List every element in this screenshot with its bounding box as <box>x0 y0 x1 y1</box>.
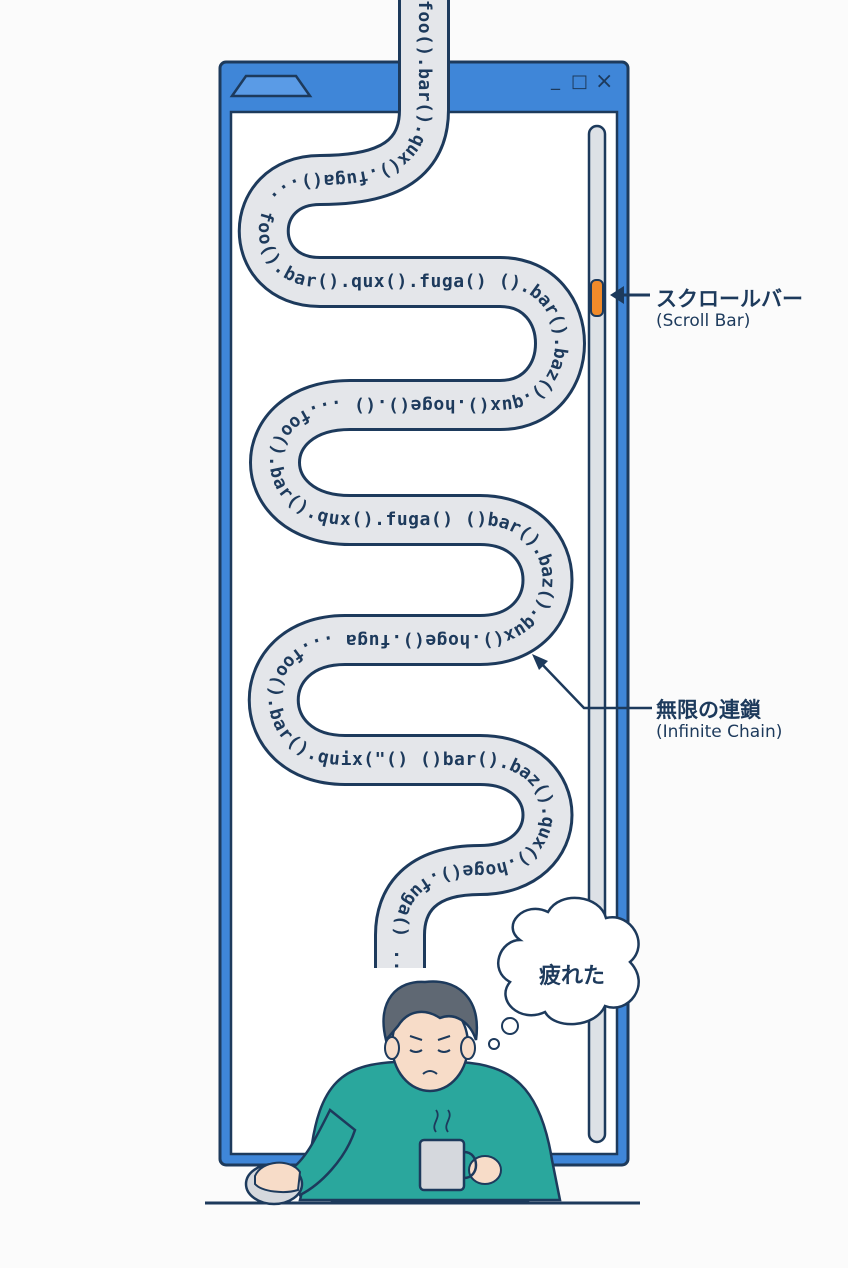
window-tab <box>229 74 313 98</box>
chain-label-en: (Infinite Chain) <box>656 722 783 742</box>
scrollbar-thumb[interactable] <box>590 279 604 317</box>
scrollbar-track[interactable] <box>587 124 607 1144</box>
hair <box>382 980 479 1043</box>
chain-pointer-arrow <box>532 654 652 710</box>
thought-bubble-text: 疲れた <box>538 964 605 989</box>
chain-label-ja: 無限の連鎖 <box>656 698 761 722</box>
scrollbar-label-en: (Scroll Bar) <box>656 311 751 331</box>
tired-person <box>288 980 562 1202</box>
thought-bubble <box>488 896 640 1050</box>
mouse-icon <box>244 1161 304 1206</box>
left-arrow-icon <box>610 286 650 304</box>
minimize-button[interactable]: _ <box>550 70 561 91</box>
coffee-mug-icon <box>418 1109 478 1192</box>
maximize-button[interactable]: □ <box>571 71 588 92</box>
close-button[interactable]: × <box>595 69 613 94</box>
scrollbar-label-ja: スクロールバー <box>656 287 803 311</box>
